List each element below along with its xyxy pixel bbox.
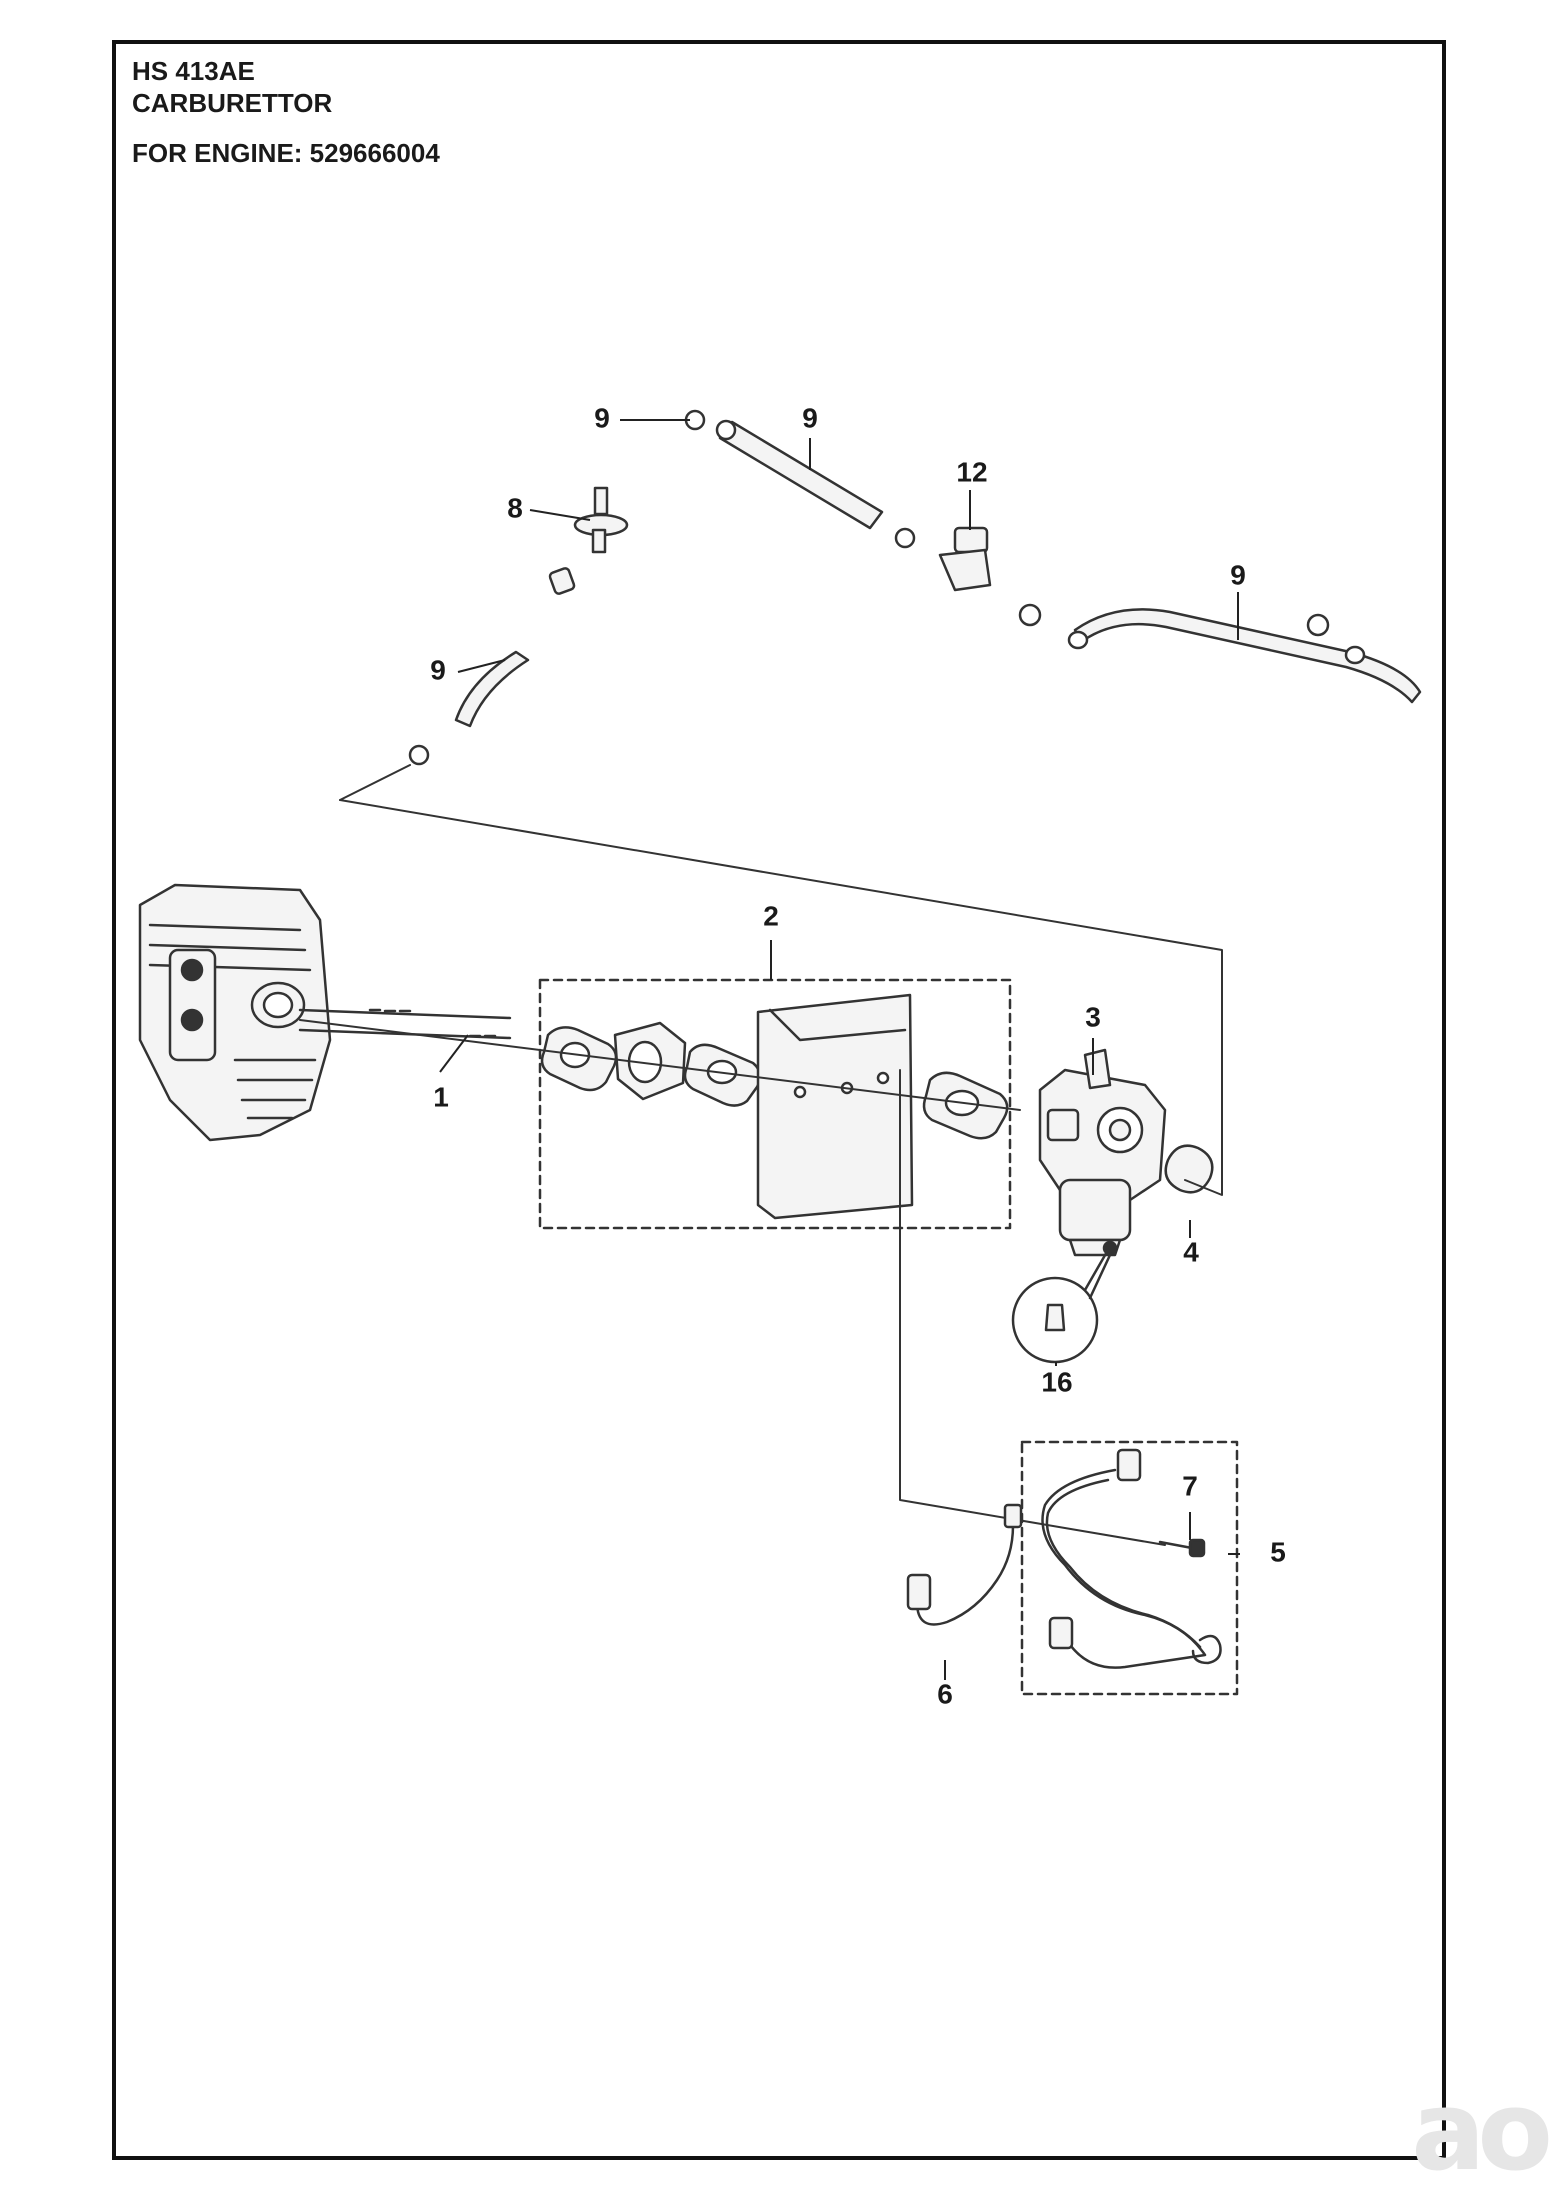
callout-9-right: 9 — [1230, 559, 1246, 590]
carburettor — [1038, 1048, 1167, 1257]
callout-12: 12 — [956, 456, 987, 487]
callout-5: 5 — [1270, 1536, 1286, 1567]
fuel-filter — [548, 486, 629, 595]
fuel-routing-line — [339, 799, 1223, 1196]
callout-8: 8 — [507, 492, 523, 523]
insulator — [613, 1021, 687, 1101]
choke-cable-harness — [1041, 1448, 1222, 1669]
callout-3: 3 — [1085, 1001, 1101, 1032]
harness-box — [1020, 1440, 1239, 1696]
fuel-hose-right — [1018, 603, 1422, 704]
callout-2: 2 — [763, 900, 779, 931]
carburettor-gasket — [1164, 1144, 1214, 1194]
model-title: HS 413AE — [132, 56, 255, 86]
callout-leaders — [439, 419, 1240, 1680]
callout-6: 6 — [937, 1678, 953, 1709]
wire-harness — [906, 1503, 1023, 1626]
fuel-hose-top — [715, 419, 884, 530]
section-title: CARBURETTOR — [132, 88, 333, 118]
callout-9-top: 9 — [802, 402, 818, 433]
cylinder-head — [138, 883, 332, 1142]
screw — [1158, 1538, 1206, 1558]
gasket-2 — [683, 1043, 762, 1107]
fuel-valve — [894, 526, 992, 592]
callout-9-left: 9 — [430, 654, 446, 685]
callout-10: 9 — [594, 402, 610, 433]
gasket-kit-box — [538, 978, 1012, 1230]
diagram-frame — [112, 40, 1446, 2160]
wiring-route-line — [899, 1069, 1166, 1546]
callout-1: 1 — [433, 1081, 449, 1112]
callout-7: 7 — [1182, 1470, 1198, 1501]
callout-4: 4 — [1183, 1236, 1199, 1267]
engine-label: FOR ENGINE: 529666004 — [132, 138, 440, 168]
gasket-3 — [922, 1071, 1009, 1140]
callout-16: 16 — [1041, 1366, 1072, 1397]
heat-shield-plate — [756, 993, 914, 1220]
main-jet-detail — [1011, 1248, 1112, 1364]
watermark-logo: ao — [1411, 2067, 1553, 2195]
fuel-hose-lower — [408, 650, 530, 766]
